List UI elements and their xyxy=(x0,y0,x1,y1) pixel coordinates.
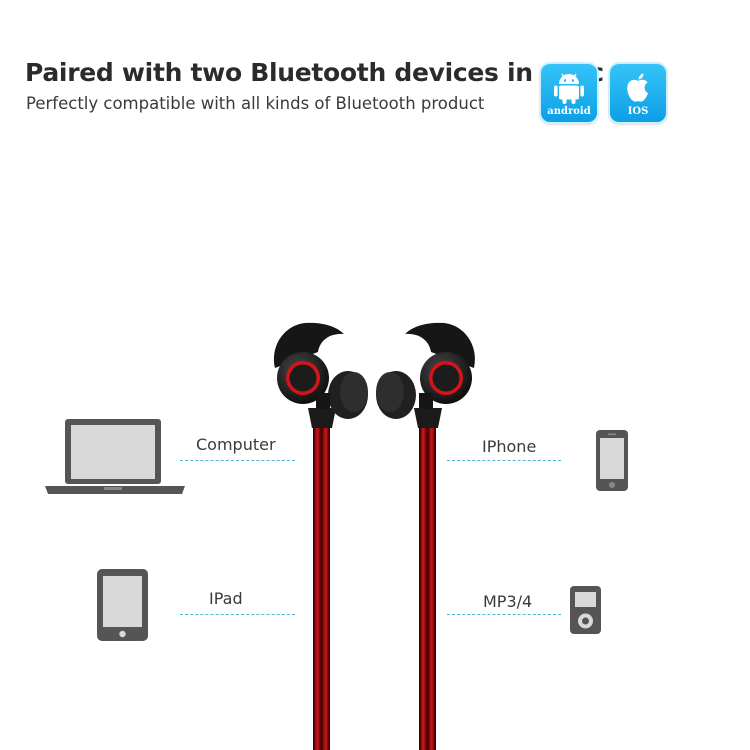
ipad-connector xyxy=(180,614,295,615)
ipad-icon xyxy=(97,569,148,641)
left-cable xyxy=(313,418,330,750)
computer-connector xyxy=(180,460,295,461)
android-robot-icon xyxy=(554,73,584,104)
apple-logo-icon xyxy=(627,73,648,102)
ios-badge: IOS xyxy=(610,64,666,122)
computer-label: Computer xyxy=(196,435,276,454)
ios-label: IOS xyxy=(627,106,649,117)
headline: Paired with two Bluetooth devices in syn… xyxy=(25,58,604,87)
left-earbud xyxy=(274,322,368,428)
mp3-player-icon xyxy=(570,586,601,634)
android-label: android xyxy=(547,106,591,117)
subheadline: Perfectly compatible with all kinds of B… xyxy=(26,94,485,113)
mp3-connector xyxy=(447,614,561,615)
iphone-label: IPhone xyxy=(482,437,537,456)
right-earbud xyxy=(376,322,475,428)
laptop-icon xyxy=(45,419,185,494)
mp3-label: MP3/4 xyxy=(483,592,533,611)
iphone-connector xyxy=(447,460,561,461)
right-cable xyxy=(419,418,436,750)
android-badge: android xyxy=(541,64,597,122)
ipad-label: IPad xyxy=(209,589,243,608)
iphone-icon xyxy=(596,430,628,491)
